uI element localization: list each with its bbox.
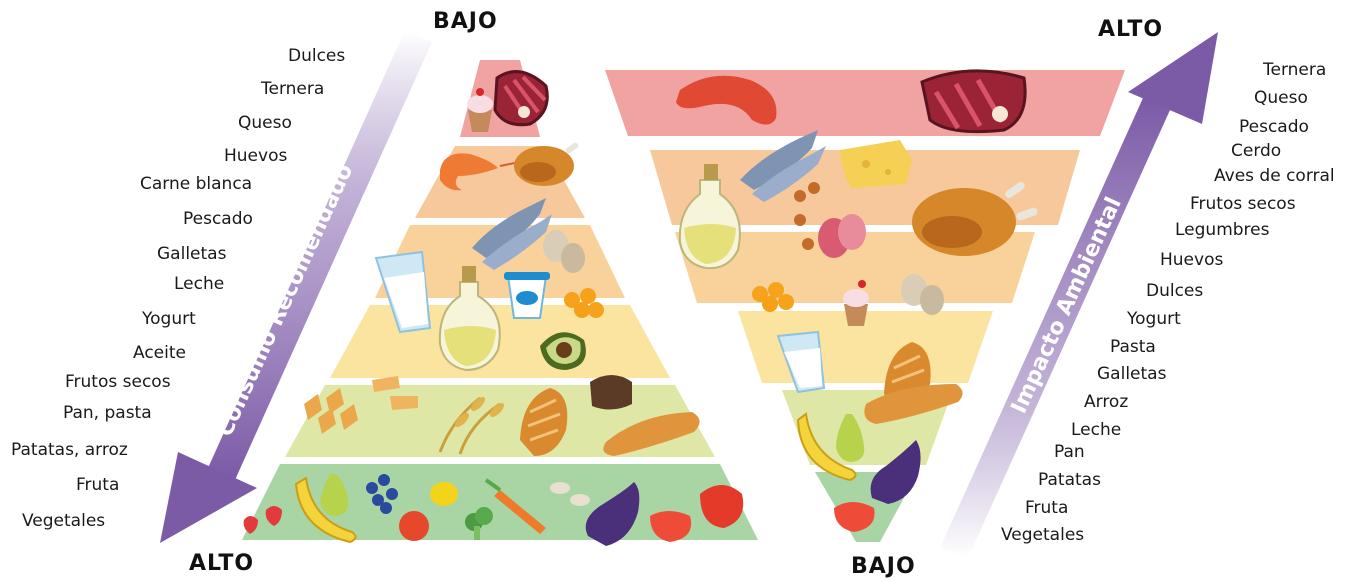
meat-icon-right xyxy=(922,71,1025,132)
lemon-icon xyxy=(430,482,458,506)
left-item-pan-pasta: Pan, pasta xyxy=(63,405,152,422)
right-item-galletas: Galletas xyxy=(1097,366,1166,383)
left-item-galletas: Galletas xyxy=(157,246,226,263)
meat-icon xyxy=(495,72,547,125)
right-item-aves-de-corral: Aves de corral xyxy=(1214,168,1335,185)
right-item-queso: Queso xyxy=(1254,90,1308,107)
right-bottom-label: BAJO xyxy=(851,556,916,578)
right-top-label: ALTO xyxy=(1098,19,1163,41)
right-tier-4 xyxy=(738,311,993,383)
right-item-arroz: Arroz xyxy=(1084,394,1128,411)
left-bottom-label: ALTO xyxy=(189,553,254,575)
left-item-pescado: Pescado xyxy=(183,211,253,228)
left-top-label: BAJO xyxy=(433,11,498,33)
cheese-icon xyxy=(840,140,912,188)
left-item-aceite: Aceite xyxy=(133,345,186,362)
right-item-dulces: Dulces xyxy=(1146,283,1203,300)
left-item-dulces: Dulces xyxy=(288,48,345,65)
left-item-carne-blanca: Carne blanca xyxy=(140,176,252,193)
left-item-ternera: Ternera xyxy=(261,81,324,98)
right-item-huevos: Huevos xyxy=(1160,252,1223,269)
right-item-ternera: Ternera xyxy=(1263,62,1326,79)
right-item-vegetales: Vegetales xyxy=(1001,527,1084,544)
right-item-pasta: Pasta xyxy=(1110,339,1156,356)
right-item-cerdo: Cerdo xyxy=(1231,143,1281,160)
left-item-fruta: Fruta xyxy=(76,477,119,494)
left-item-leche: Leche xyxy=(174,276,224,293)
right-item-legumbres: Legumbres xyxy=(1175,222,1269,239)
right-item-pan: Pan xyxy=(1054,444,1085,461)
left-item-queso: Queso xyxy=(238,115,292,132)
left-item-frutos-secos: Frutos secos xyxy=(65,374,171,391)
left-item-vegetales: Vegetales xyxy=(22,513,105,530)
right-item-patatas: Patatas xyxy=(1038,472,1101,489)
left-item-patatas-arroz: Patatas, arroz xyxy=(11,442,128,459)
right-item-fruta: Fruta xyxy=(1025,500,1068,517)
right-item-yogurt: Yogurt xyxy=(1127,311,1181,328)
left-item-huevos: Huevos xyxy=(224,148,287,165)
right-item-pescado: Pescado xyxy=(1239,119,1309,136)
right-item-frutos-secos: Frutos secos xyxy=(1190,196,1296,213)
right-item-leche: Leche xyxy=(1071,422,1121,439)
apple-icon xyxy=(399,511,429,541)
left-item-yogurt: Yogurt xyxy=(142,311,196,328)
